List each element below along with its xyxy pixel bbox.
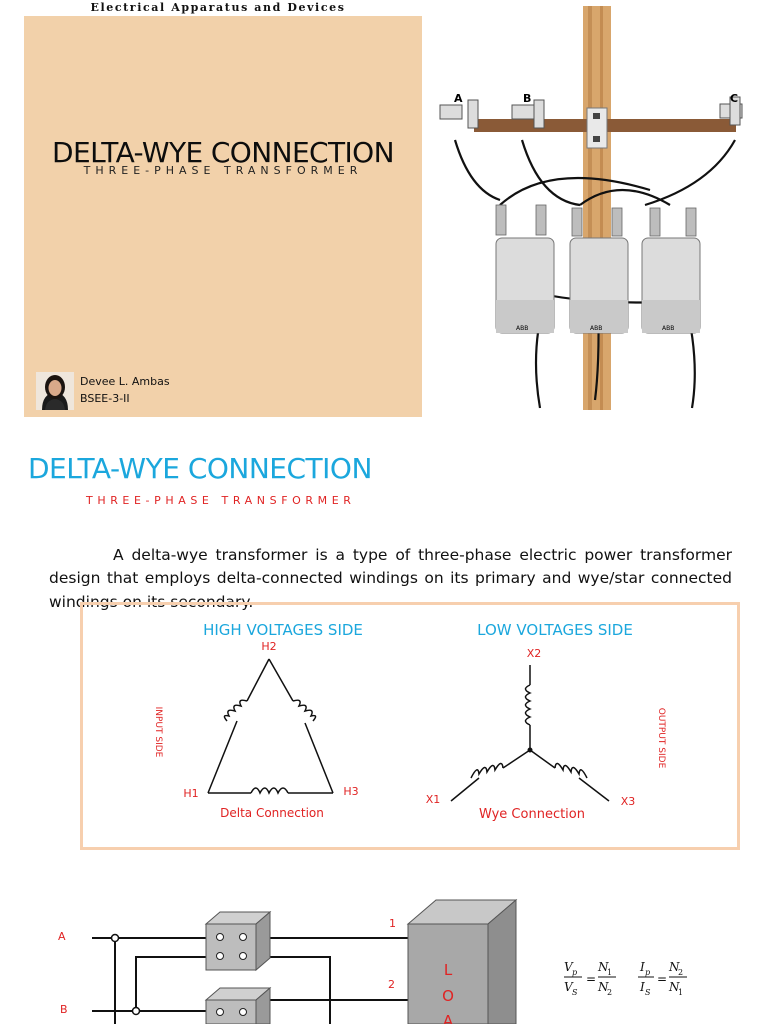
svg-text:N: N — [597, 960, 609, 974]
brand-label-1: ABB — [516, 325, 528, 332]
phase-label-c: C — [730, 92, 738, 105]
wye-x3-label: X3 — [621, 795, 636, 808]
svg-text:1: 1 — [607, 968, 612, 977]
terminal-1-label: 1 — [389, 917, 396, 930]
transformer-block-top — [204, 910, 272, 972]
person-icon — [36, 372, 74, 410]
cover-panel: DELTA-WYE CONNECTION THREE-PHASE TRANSFO… — [24, 16, 422, 417]
svg-text:=: = — [657, 972, 667, 986]
section-title: DELTA-WYE CONNECTION — [28, 452, 372, 485]
svg-text:=: = — [586, 972, 596, 986]
wye-x1-label: X1 — [426, 793, 441, 806]
svg-text:1: 1 — [678, 988, 683, 997]
author-avatar — [36, 372, 74, 410]
delta-h1-label: H1 — [183, 787, 198, 800]
svg-text:p: p — [572, 968, 577, 977]
phase-label-b: B — [523, 92, 531, 105]
svg-text:2: 2 — [607, 988, 612, 997]
svg-text:I: I — [639, 960, 645, 974]
terminal-2-label: 2 — [388, 978, 395, 991]
load-letter-l: L — [444, 961, 453, 979]
delta-h2-label: H2 — [261, 640, 276, 653]
output-side-label: OUTPUT SIDE — [656, 708, 666, 769]
phase-label-a: A — [454, 92, 463, 105]
load-box — [406, 898, 518, 1024]
delta-caption: Delta Connection — [220, 806, 324, 820]
connection-diagram: HIGH VOLTAGES SIDE LOW VOLTAGES SIDE INP… — [80, 602, 740, 850]
svg-text:N: N — [668, 980, 680, 994]
svg-text:N: N — [597, 980, 609, 994]
svg-text:N: N — [668, 960, 680, 974]
load-letter-o: O — [442, 987, 454, 1005]
svg-text:2: 2 — [678, 968, 683, 977]
low-side-label: LOW VOLTAGES SIDE — [477, 621, 633, 639]
cover-title: DELTA-WYE CONNECTION — [52, 136, 394, 169]
svg-text:I: I — [639, 980, 645, 994]
utility-pole-illustration: A B C ABB ABB ABB — [439, 6, 743, 410]
wiring-schematic: A B 1 2 L O A — [58, 898, 518, 1024]
wye-x2-label: X2 — [527, 647, 542, 660]
delta-h3-label: H3 — [343, 785, 358, 798]
input-side-label: INPUT SIDE — [153, 707, 163, 758]
svg-text:p: p — [645, 968, 650, 977]
cover-subtitle: THREE-PHASE TRANSFORMER — [83, 164, 363, 177]
svg-text:V: V — [564, 960, 574, 974]
author-name: Devee L. Ambas — [80, 375, 170, 388]
line-a-label: A — [58, 930, 66, 943]
section-subtitle: THREE-PHASE TRANSFORMER — [86, 494, 356, 507]
brand-label-3: ABB — [662, 325, 674, 332]
delta-wye-schematic: HIGH VOLTAGES SIDE LOW VOLTAGES SIDE INP… — [153, 621, 666, 822]
brand-label-2: ABB — [590, 325, 602, 332]
svg-text:S: S — [645, 988, 651, 997]
high-side-label: HIGH VOLTAGES SIDE — [203, 621, 363, 639]
delta-triangle — [207, 658, 334, 795]
transformer-block-bottom — [204, 986, 272, 1024]
wye-star — [450, 665, 610, 802]
intro-paragraph: A delta-wye transformer is a type of thr… — [49, 545, 732, 611]
load-letter-a: A — [443, 1012, 454, 1024]
svg-text:S: S — [572, 988, 578, 997]
line-b-label: B — [60, 1003, 68, 1016]
book-header: Electrical Apparatus and Devices — [90, 1, 346, 14]
author-class: BSEE-3-II — [80, 392, 130, 405]
svg-text:V: V — [564, 980, 574, 994]
wye-caption: Wye Connection — [479, 807, 585, 822]
